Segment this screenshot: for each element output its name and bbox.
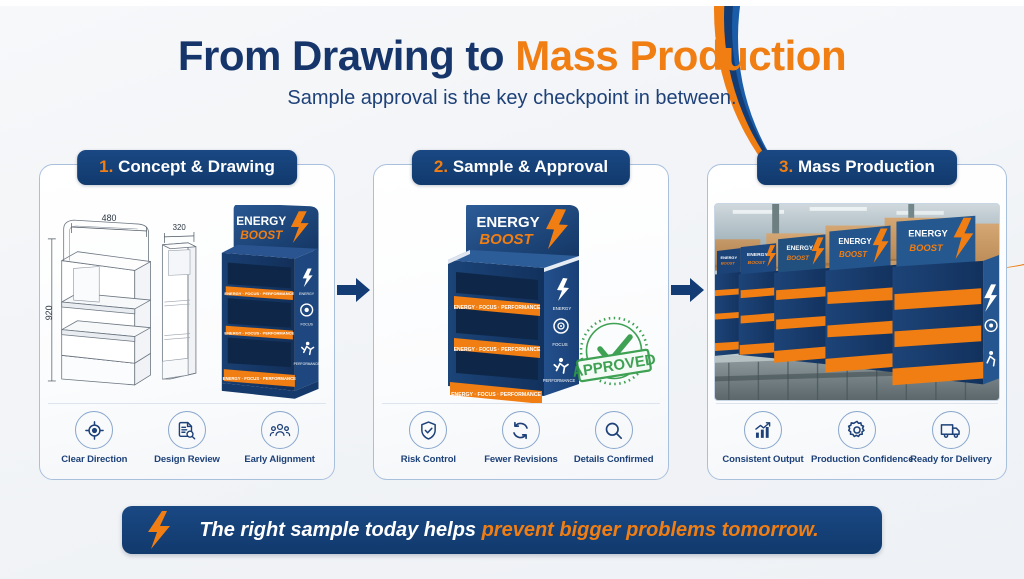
- panel-step-3: ENERGY BOOST ENERGY BOOST: [707, 150, 1007, 480]
- panel-number: 1.: [99, 157, 114, 176]
- benefit-label: Ready for Delivery: [910, 454, 992, 465]
- panel-card-2: ENERGY BOOST: [373, 164, 669, 480]
- svg-text:ENERGY: ENERGY: [838, 237, 872, 246]
- benefit-clear-direction[interactable]: Clear Direction: [48, 411, 140, 465]
- panel-number: 3.: [779, 157, 794, 176]
- panel-header-2: 2. Sample & Approval: [411, 150, 631, 185]
- page-title: From Drawing to Mass Production: [0, 32, 1024, 79]
- panel-card-1: 480 320 920: [39, 164, 335, 480]
- panel-number: 2.: [433, 157, 449, 176]
- svg-text:ENERGY: ENERGY: [786, 245, 813, 252]
- svg-text:BOOST: BOOST: [909, 243, 944, 253]
- dim-height-label: 920: [44, 305, 54, 320]
- dim-width-label: 480: [102, 213, 117, 223]
- benefit-ready-for-delivery[interactable]: Ready for Delivery: [905, 411, 997, 465]
- panel-card-3: ENERGY BOOST ENERGY BOOST: [707, 164, 1007, 480]
- svg-text:ENERGY · FOCUS · PERFORMANCE: ENERGY · FOCUS · PERFORMANCE: [454, 347, 541, 353]
- panel-title: Concept & Drawing: [118, 157, 275, 176]
- magnifier-icon: [594, 411, 633, 449]
- benefit-risk-control[interactable]: Risk Control: [382, 411, 474, 465]
- dim-depth-label: 320: [173, 223, 187, 232]
- gear-icon: [838, 411, 876, 449]
- benefit-label: Design Review: [154, 454, 220, 465]
- svg-text:FOCUS: FOCUS: [300, 322, 313, 326]
- product-display-stand-concept: ENERGY BOOST ENE: [221, 205, 320, 399]
- right-arrow-icon-1: [335, 276, 373, 304]
- svg-text:ENERGY: ENERGY: [236, 214, 286, 228]
- panel-title: Sample & Approval: [452, 157, 609, 176]
- svg-text:BOOST: BOOST: [479, 231, 534, 248]
- svg-text:FOCUS: FOCUS: [552, 342, 567, 347]
- benefit-consistent-output[interactable]: Consistent Output: [717, 411, 809, 465]
- svg-text:ENERGY: ENERGY: [720, 255, 737, 260]
- technical-drawing: 480 320 920: [44, 213, 197, 386]
- svg-text:ENERGY: ENERGY: [299, 292, 315, 296]
- document-review-icon: [167, 411, 206, 449]
- bottom-banner: The right sample today helps prevent big…: [122, 506, 882, 554]
- header: From Drawing to Mass Production Sample a…: [0, 32, 1024, 110]
- bolt-icon: [148, 511, 170, 549]
- delivery-truck-icon: [932, 411, 970, 449]
- panel-step-2: ENERGY BOOST: [373, 150, 669, 480]
- svg-text:BOOST: BOOST: [240, 227, 284, 241]
- panel-body-1: 480 320 920: [40, 205, 334, 403]
- right-arrow-icon-2: [669, 276, 707, 304]
- svg-text:PERFORMANCE: PERFORMANCE: [543, 378, 576, 383]
- benefit-details-confirmed[interactable]: Details Confirmed: [568, 411, 660, 465]
- benefit-icons-1: Clear Direction Design Review: [48, 403, 326, 471]
- page-title-accent: Mass Production: [515, 32, 847, 79]
- svg-text:BOOST: BOOST: [839, 250, 868, 259]
- banner-text-white: The right sample today helps: [199, 518, 482, 541]
- svg-text:ENERGY · FOCUS · PERFORMANCE: ENERGY · FOCUS · PERFORMANCE: [451, 392, 541, 398]
- benefit-label: Details Confirmed: [573, 454, 654, 465]
- svg-text:ENERGY · FOCUS · PERFORMANCE: ENERGY · FOCUS · PERFORMANCE: [224, 330, 294, 335]
- svg-text:ENERGY · FOCUS · PERFORMANCE: ENERGY · FOCUS · PERFORMANCE: [454, 305, 541, 311]
- page-title-main: From Drawing to: [177, 32, 516, 79]
- people-group-icon: [260, 411, 299, 449]
- approved-stamp: APPROVED: [571, 316, 657, 386]
- benefit-design-review[interactable]: Design Review: [141, 411, 233, 465]
- benefit-icons-3: Consistent Output Production Confidence: [716, 403, 998, 471]
- svg-text:BOOST: BOOST: [748, 260, 767, 266]
- panel-header-1: 1. Concept & Drawing: [77, 150, 297, 185]
- panel-body-2: ENERGY BOOST: [374, 205, 668, 403]
- svg-text:ENERGY: ENERGY: [747, 252, 769, 258]
- benefit-fewer-revisions[interactable]: Fewer Revisions: [475, 411, 567, 465]
- banner-text: The right sample today helps prevent big…: [174, 519, 882, 542]
- shield-check-icon: [409, 411, 448, 449]
- svg-text:PERFORMANCE: PERFORMANCE: [293, 362, 320, 366]
- svg-text:ENERGY: ENERGY: [476, 214, 539, 231]
- benefit-icons-2: Risk Control Fewer Revisions: [382, 403, 660, 471]
- target-icon: [75, 411, 114, 449]
- panel-title: Mass Production: [797, 157, 935, 176]
- step-panels: 480 320 920: [0, 150, 1024, 480]
- benefit-early-alignment[interactable]: Early Alignment: [234, 411, 326, 465]
- growth-chart-icon: [744, 411, 782, 449]
- banner-text-accent: prevent bigger problems tomorrow.: [481, 518, 819, 541]
- svg-text:ENERGY · FOCUS · PERFORMANCE: ENERGY · FOCUS · PERFORMANCE: [224, 291, 294, 296]
- warehouse-photo: ENERGY BOOST ENERGY BOOST: [714, 203, 1000, 401]
- svg-text:BOOST: BOOST: [721, 261, 736, 266]
- benefit-label: Clear Direction: [61, 454, 128, 465]
- svg-text:ENERGY: ENERGY: [908, 228, 948, 238]
- panel-step-1: 480 320 920: [39, 150, 335, 480]
- panel-header-3: 3. Mass Production: [757, 150, 957, 185]
- benefit-label: Production Confidence: [811, 454, 914, 465]
- svg-text:ENERGY · FOCUS · PERFORMANCE: ENERGY · FOCUS · PERFORMANCE: [222, 375, 295, 380]
- product-display-stand-sample: ENERGY BOOST: [448, 205, 579, 403]
- benefit-label: Early Alignment: [244, 454, 315, 465]
- page-subtitle: Sample approval is the key checkpoint in…: [287, 87, 737, 110]
- benefit-production-confidence[interactable]: Production Confidence: [811, 411, 914, 465]
- benefit-label: Risk Control: [400, 454, 456, 465]
- benefit-label: Consistent Output: [722, 454, 804, 465]
- refresh-cycle-icon: [501, 411, 540, 449]
- svg-text:ENERGY: ENERGY: [553, 306, 572, 311]
- top-white-strip: [0, 0, 1024, 6]
- svg-text:BOOST: BOOST: [787, 255, 811, 262]
- benefit-label: Fewer Revisions: [484, 454, 558, 465]
